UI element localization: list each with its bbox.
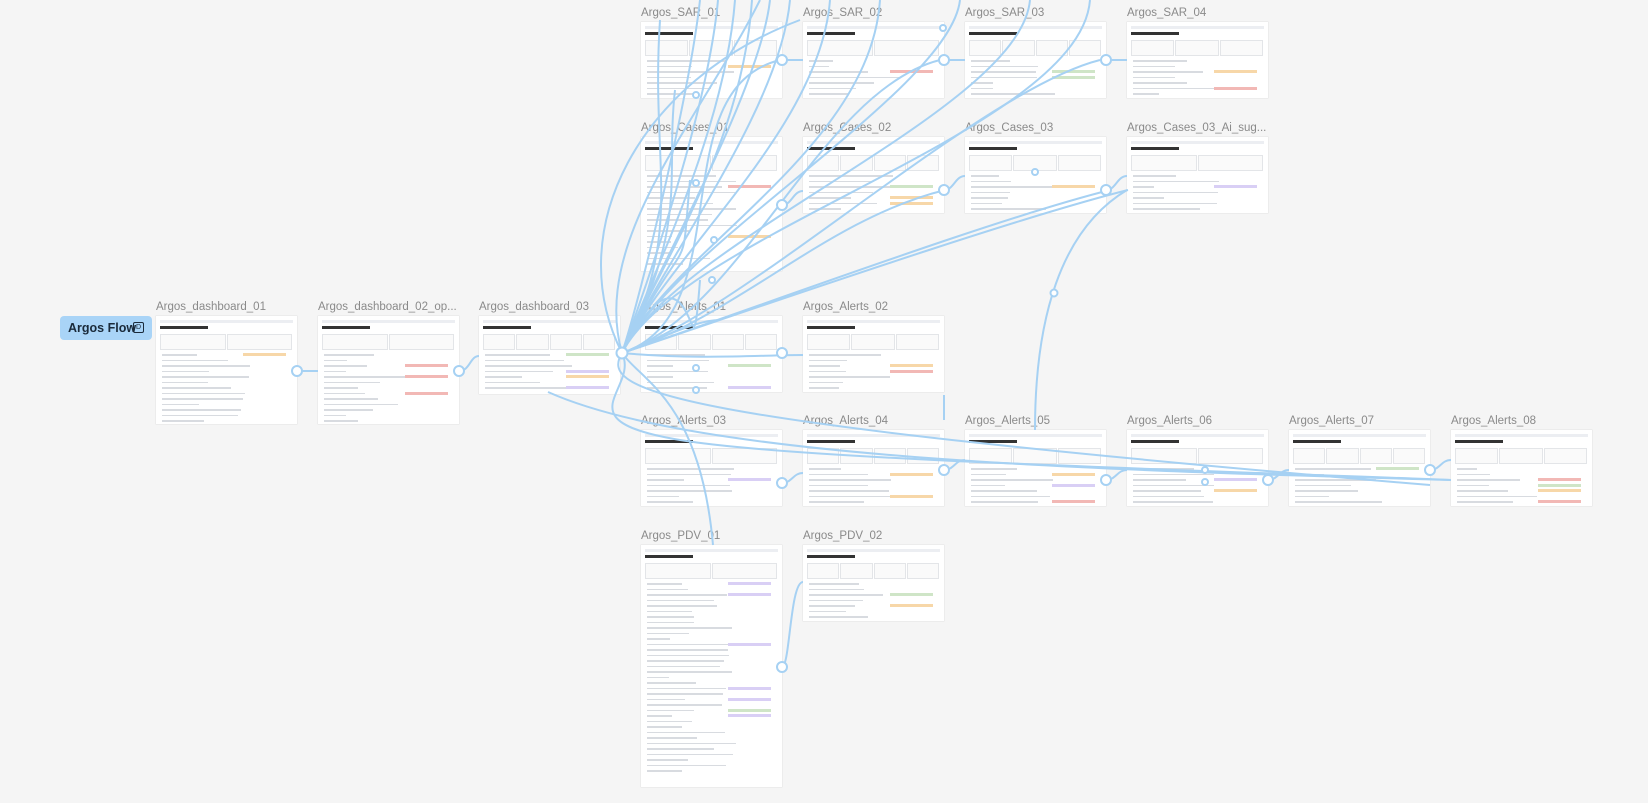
frame-label-a8[interactable]: Argos_Alerts_08 bbox=[1451, 415, 1537, 427]
frame-thumbnail-a3[interactable] bbox=[641, 430, 782, 506]
frame-thumbnail-p1[interactable] bbox=[641, 545, 782, 787]
frame-label-c2[interactable]: Argos_Cases_02 bbox=[803, 122, 892, 134]
frame-thumbnail-c2[interactable] bbox=[803, 137, 944, 213]
frame-label-d1[interactable]: Argos_dashboard_01 bbox=[156, 301, 266, 313]
frame-thumbnail-s3[interactable] bbox=[965, 22, 1106, 98]
frame-thumbnail-c3[interactable] bbox=[965, 137, 1106, 213]
frame-label-s1[interactable]: Argos_SAR_01 bbox=[641, 7, 721, 19]
frame-thumbnail-a4[interactable] bbox=[803, 430, 944, 506]
frame-label-a5[interactable]: Argos_Alerts_05 bbox=[965, 415, 1051, 427]
frame-label-p2[interactable]: Argos_PDV_02 bbox=[803, 530, 883, 542]
frame-label-c1[interactable]: Argos_Cases_01 bbox=[641, 122, 730, 134]
frame-thumbnail-c1[interactable] bbox=[641, 137, 782, 271]
frame-label-a1[interactable]: Argos_Alerts_01 bbox=[641, 301, 727, 313]
frame-thumbnail-a5[interactable] bbox=[965, 430, 1106, 506]
frame-thumbnail-a8[interactable] bbox=[1451, 430, 1592, 506]
frame-label-c4[interactable]: Argos_Cases_03_Ai_sug... bbox=[1127, 122, 1267, 134]
flow-starting-point[interactable]: Argos Flow D bbox=[60, 316, 152, 340]
frame-thumbnail-s4[interactable] bbox=[1127, 22, 1268, 98]
frame-thumbnail-d2[interactable] bbox=[318, 316, 459, 424]
frame-label-a2[interactable]: Argos_Alerts_02 bbox=[803, 301, 889, 313]
frame-thumbnail-a2[interactable] bbox=[803, 316, 944, 392]
frame-thumbnail-p2[interactable] bbox=[803, 545, 944, 621]
flow-start-icon: D bbox=[133, 322, 144, 333]
frame-label-c3[interactable]: Argos_Cases_03 bbox=[965, 122, 1054, 134]
frame-label-s4[interactable]: Argos_SAR_04 bbox=[1127, 7, 1207, 19]
frame-label-a7[interactable]: Argos_Alerts_07 bbox=[1289, 415, 1375, 427]
frame-label-a3[interactable]: Argos_Alerts_03 bbox=[641, 415, 727, 427]
frame-label-s2[interactable]: Argos_SAR_02 bbox=[803, 7, 883, 19]
frame-thumbnail-a1[interactable] bbox=[641, 316, 782, 392]
frame-label-a6[interactable]: Argos_Alerts_06 bbox=[1127, 415, 1213, 427]
frame-thumbnail-a6[interactable] bbox=[1127, 430, 1268, 506]
frame-label-s3[interactable]: Argos_SAR_03 bbox=[965, 7, 1045, 19]
frame-thumbnail-s1[interactable] bbox=[641, 22, 782, 98]
frame-label-a4[interactable]: Argos_Alerts_04 bbox=[803, 415, 889, 427]
frame-thumbnail-d1[interactable] bbox=[156, 316, 297, 424]
frame-thumbnail-s2[interactable] bbox=[803, 22, 944, 98]
frame-thumbnail-d3[interactable] bbox=[479, 316, 620, 394]
frame-label-d3[interactable]: Argos_dashboard_03 bbox=[479, 301, 589, 313]
frame-label-d2[interactable]: Argos_dashboard_02_op... bbox=[318, 301, 457, 313]
flow-name: Argos Flow bbox=[68, 321, 137, 335]
frame-label-p1[interactable]: Argos_PDV_01 bbox=[641, 530, 721, 542]
frame-thumbnail-a7[interactable] bbox=[1289, 430, 1430, 506]
frame-thumbnail-c4[interactable] bbox=[1127, 137, 1268, 213]
